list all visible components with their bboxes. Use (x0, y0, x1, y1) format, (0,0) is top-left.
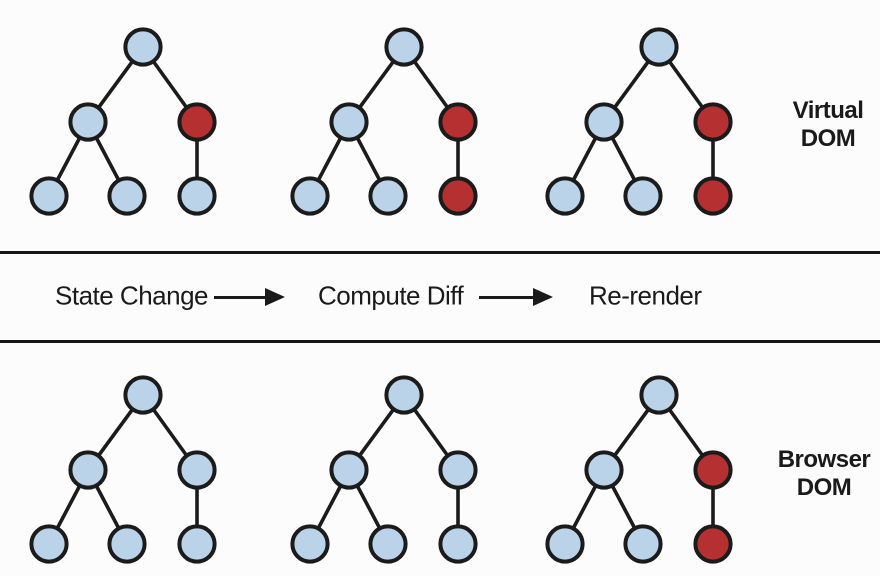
tree-node-right-changed (693, 102, 733, 142)
arrow-shaft (479, 295, 535, 299)
tree-node-leaf2 (107, 524, 147, 564)
tree-browser-dom-2 (290, 375, 478, 564)
tree-node-leaf3 (438, 524, 478, 564)
tree-virtual-dom-3 (545, 27, 733, 216)
tree-node-leaf2 (623, 176, 663, 216)
tree-node-leaf2 (623, 524, 663, 564)
tree-node-root (123, 375, 163, 415)
browser-dom-label-line2: DOM (796, 474, 852, 501)
tree-node-left (329, 102, 369, 142)
arrow-shaft (214, 295, 267, 299)
tree-node-leaf1 (545, 176, 585, 216)
browser-dom-label: Browser DOM (768, 446, 880, 502)
tree-node-left (68, 102, 108, 142)
arrow-right-icon (214, 288, 285, 306)
browser-dom-label-line1: Browser (777, 446, 871, 473)
virtual-dom-label: Virtual DOM (776, 97, 880, 153)
tree-node-leaf3-changed (438, 176, 478, 216)
tree-browser-dom-3 (545, 375, 733, 564)
tree-node-right (438, 450, 478, 490)
virtual-dom-label-line2: DOM (800, 125, 856, 152)
tree-node-root (384, 27, 424, 67)
tree-node-leaf1 (290, 524, 330, 564)
tree-node-root (384, 375, 424, 415)
tree-node-leaf3-changed (693, 524, 733, 564)
tree-node-leaf1 (29, 176, 69, 216)
tree-browser-dom-1 (29, 375, 217, 564)
tree-node-leaf3-changed (693, 176, 733, 216)
virtual-dom-label-line1: Virtual (792, 97, 864, 124)
tree-node-left (584, 450, 624, 490)
tree-node-leaf1 (29, 524, 69, 564)
tree-node-leaf1 (545, 524, 585, 564)
tree-node-root (639, 27, 679, 67)
tree-node-leaf2 (107, 176, 147, 216)
arrow-head (265, 288, 285, 306)
step-compute-diff: Compute Diff (318, 280, 464, 311)
tree-node-left (584, 102, 624, 142)
tree-node-right-changed (177, 102, 217, 142)
step-re-render: Re-render (589, 280, 702, 311)
tree-virtual-dom-2 (290, 27, 478, 216)
tree-node-left (329, 450, 369, 490)
tree-node-right-changed (438, 102, 478, 142)
tree-node-left (68, 450, 108, 490)
tree-node-leaf2 (368, 176, 408, 216)
step-state-change: State Change (55, 280, 209, 311)
tree-node-leaf1 (290, 176, 330, 216)
tree-node-leaf3 (177, 524, 217, 564)
process-band: State Change Compute Diff Re-render (0, 251, 880, 343)
tree-node-root (123, 27, 163, 67)
arrow-head (533, 288, 553, 306)
tree-virtual-dom-1 (29, 27, 217, 216)
tree-node-leaf3 (177, 176, 217, 216)
tree-node-right-changed (693, 450, 733, 490)
tree-node-root (639, 375, 679, 415)
tree-node-right (177, 450, 217, 490)
tree-node-leaf2 (368, 524, 408, 564)
arrow-right-icon (479, 288, 553, 306)
